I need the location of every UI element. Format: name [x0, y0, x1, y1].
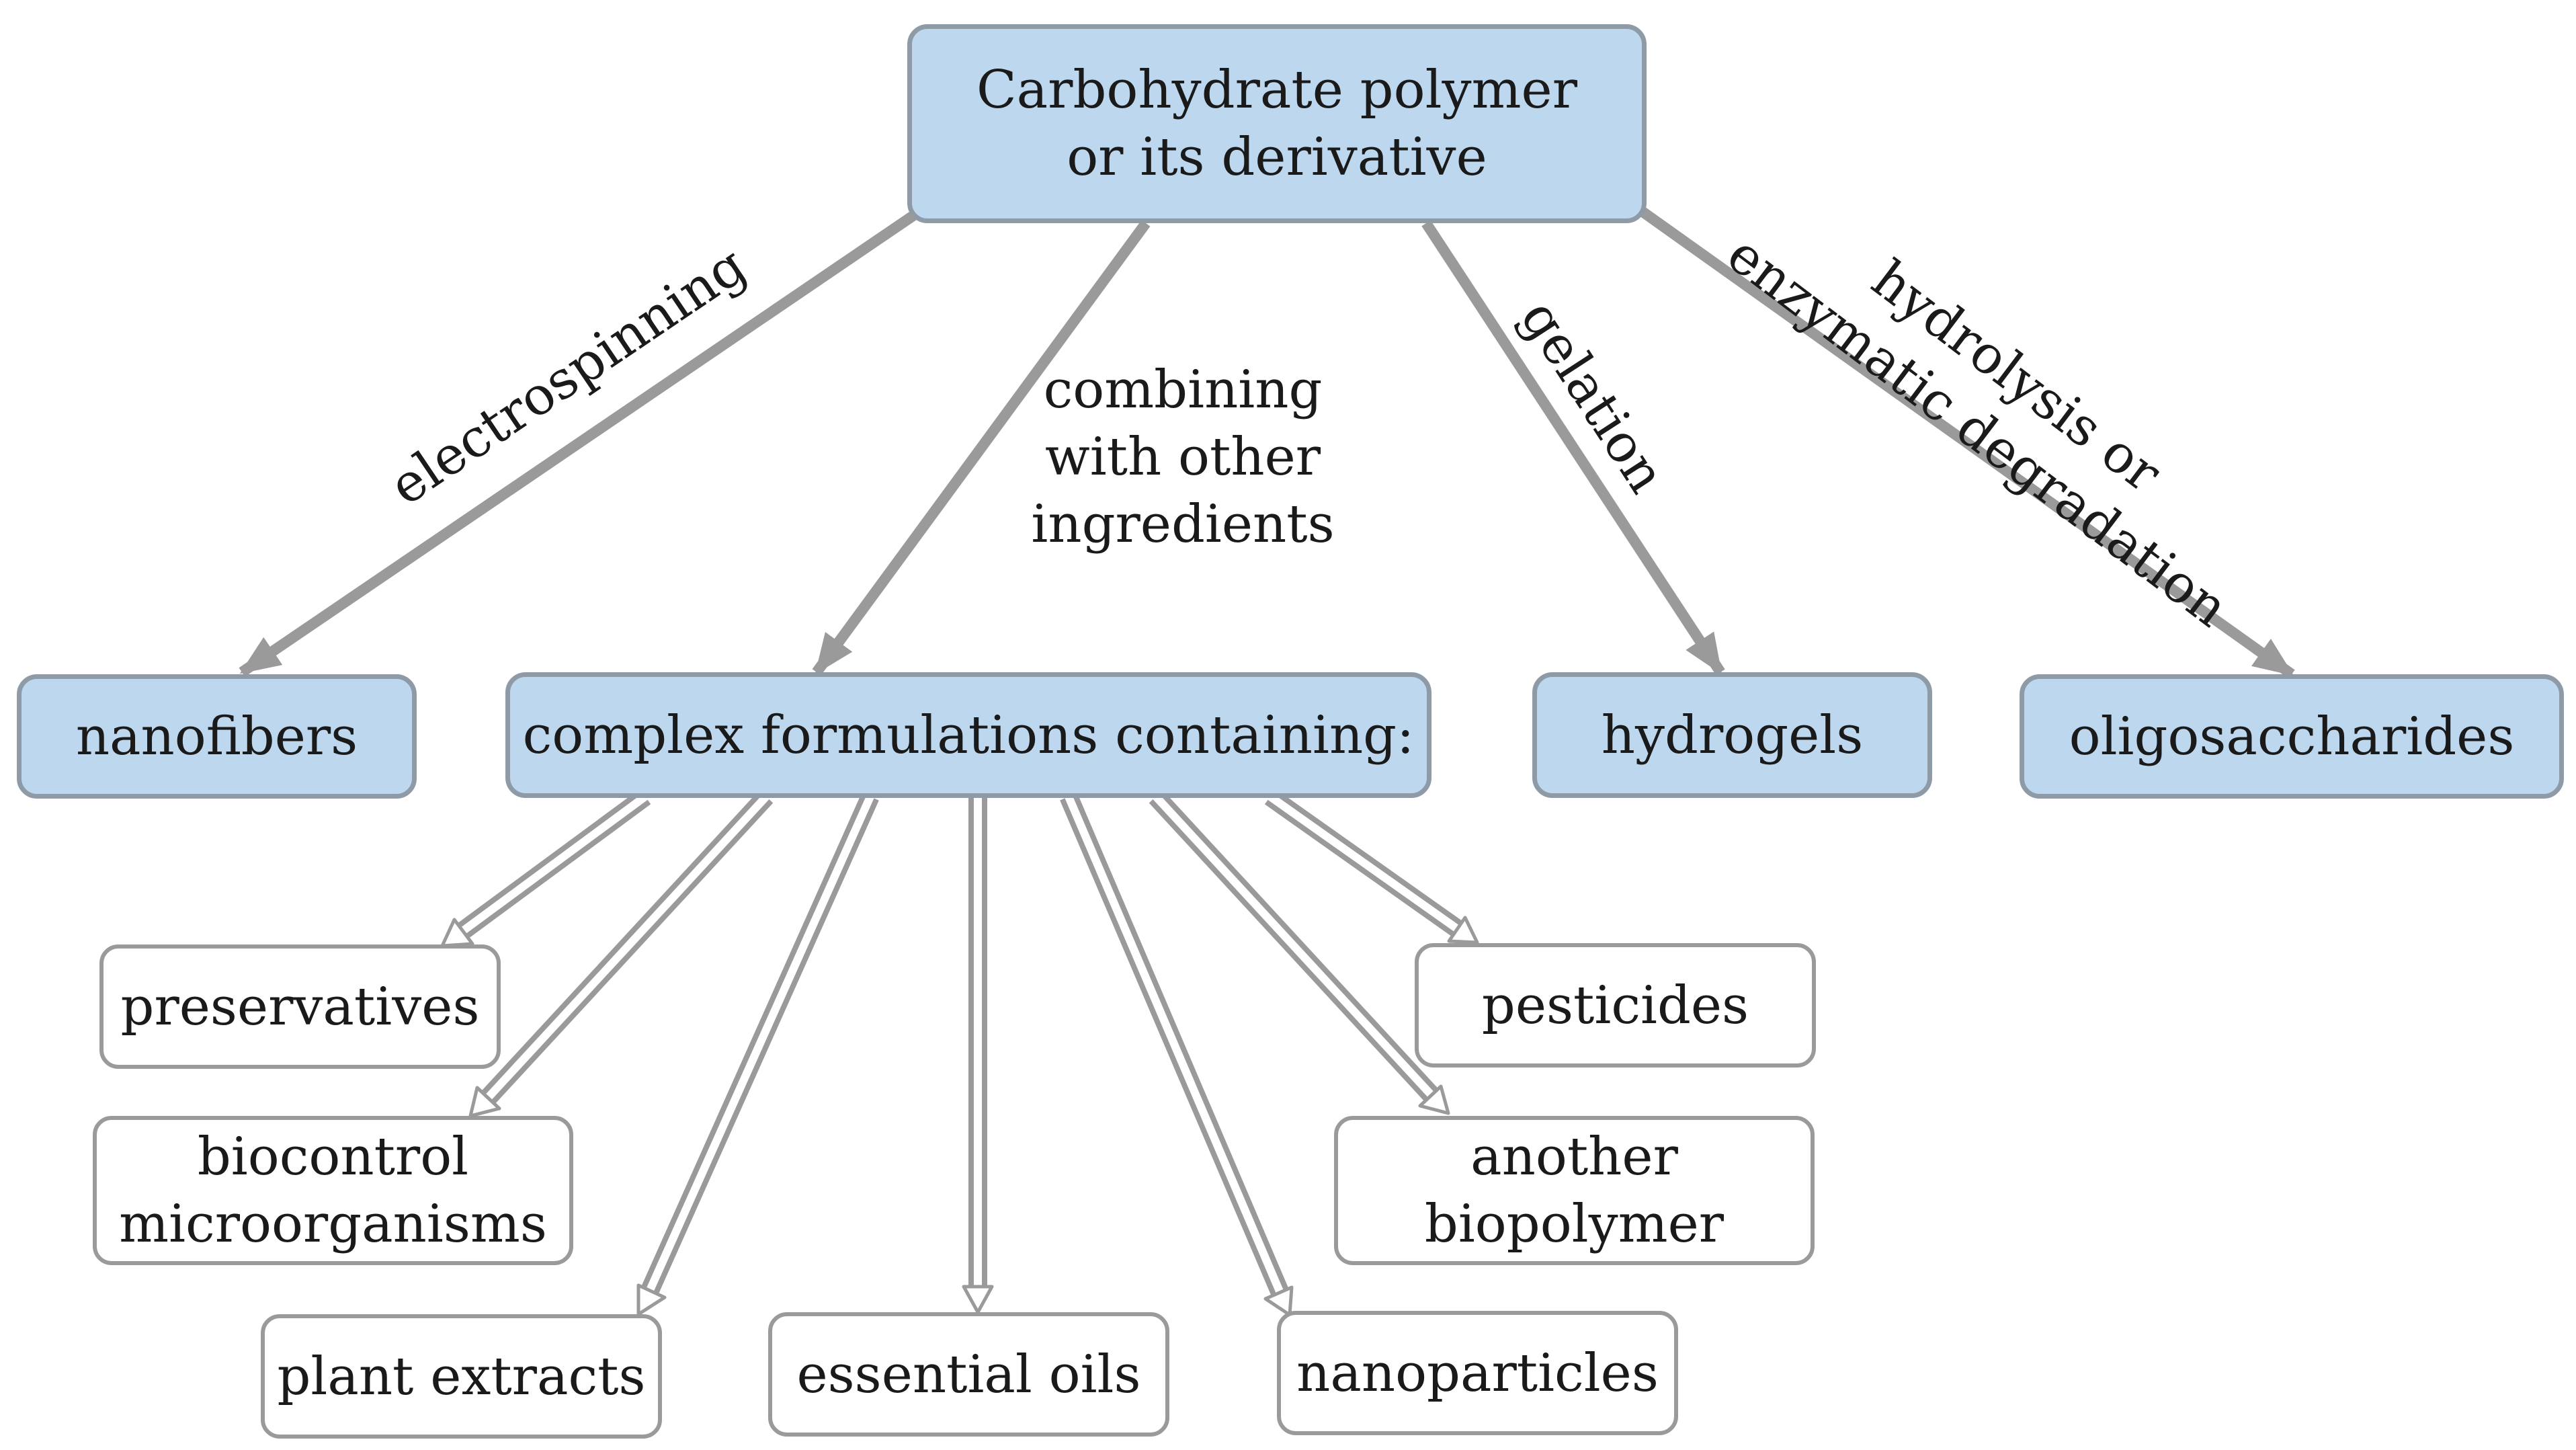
arrow-to-biocontrol: [468, 790, 774, 1118]
arrow-electrospinning: [239, 210, 917, 677]
node-preservatives: preservatives: [99, 944, 501, 1069]
node-biocontrol-microorganisms: biocontrol microorganisms: [93, 1116, 573, 1265]
node-nanofibers: nanofibers: [17, 674, 417, 799]
arrow-to-nanoparticles: [1060, 793, 1294, 1317]
arrow-to-pesticides: [1264, 789, 1479, 944]
node-pesticides: pesticides: [1415, 943, 1816, 1068]
node-essential-oils: essential oils: [768, 1312, 1169, 1437]
arrow-gelation: [1421, 220, 1725, 676]
root-line-2: or its derivative: [1067, 127, 1487, 188]
arrow-hydrolysis: [1636, 205, 2295, 679]
arrow-to-plant-extracts: [636, 793, 879, 1316]
arrow-to-preservatives: [440, 789, 651, 948]
arrow-to-another-biopolymer: [1149, 790, 1450, 1115]
root-line-1: Carbohydrate polymer: [977, 60, 1577, 120]
arrow-to-essential-oils: [962, 797, 994, 1314]
node-hydrogels-label: hydrogels: [1601, 704, 1864, 766]
node-plant-extracts: plant extracts: [261, 1314, 662, 1439]
node-hydrogels: hydrogels: [1532, 672, 1932, 798]
node-another-biopolymer: another biopolymer: [1334, 1116, 1815, 1265]
root-node: Carbohydrate polymer or its derivative: [907, 24, 1647, 223]
node-oligosaccharides: oligosaccharides: [2020, 674, 2564, 799]
node-nanoparticles: nanoparticles: [1277, 1311, 1678, 1435]
node-complex-formulations: complex formulations containing:: [505, 672, 1431, 798]
node-complex-label: complex formulations containing:: [522, 704, 1415, 766]
label-combining: combining with other ingredients: [1031, 360, 1335, 555]
arrow-combining: [812, 220, 1151, 676]
node-nanofibers-label: nanofibers: [75, 706, 358, 767]
node-oligosaccharides-label: oligosaccharides: [2069, 706, 2515, 767]
